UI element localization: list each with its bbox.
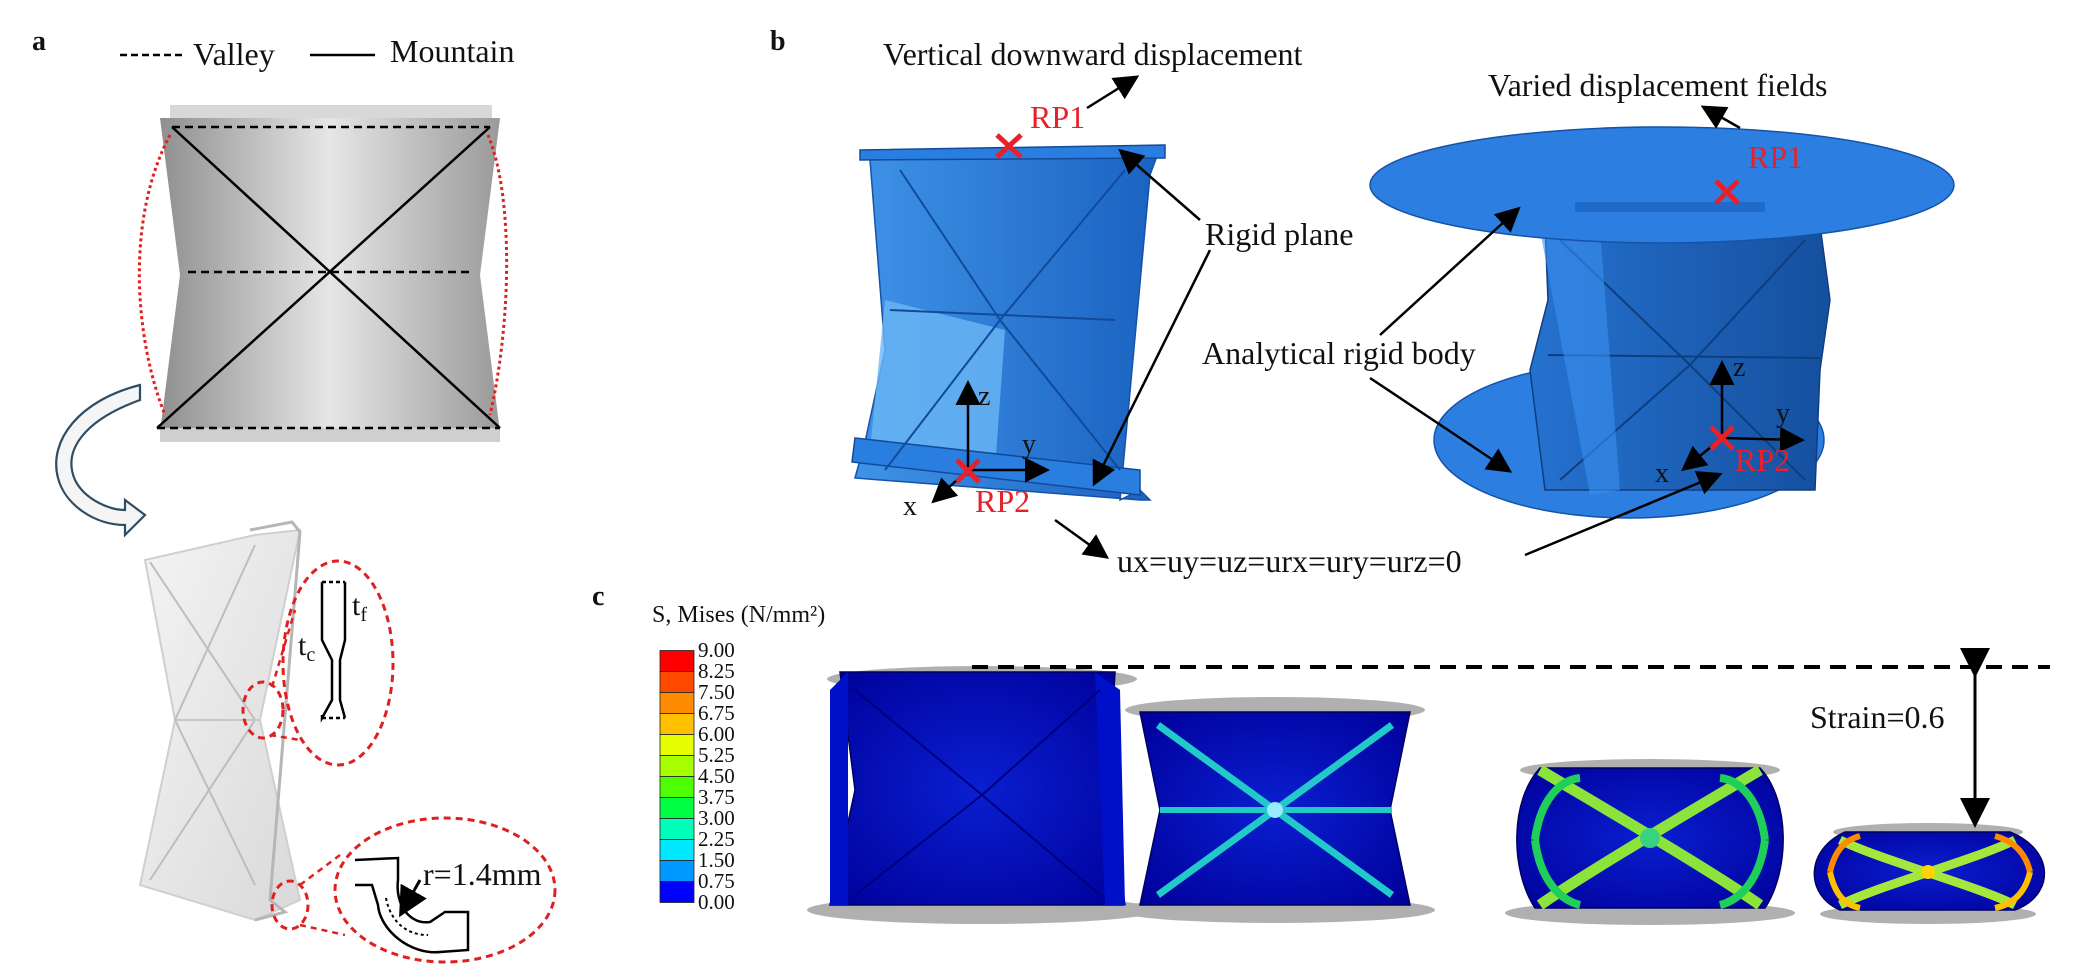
thickness-leader-bottom <box>269 733 301 742</box>
bc-arrow-left <box>1054 518 1110 559</box>
colorbar-swatch <box>659 881 695 903</box>
thickness-zoom-circle <box>241 680 285 740</box>
z-label-right: z <box>1733 352 1745 383</box>
panel-a-label: a <box>32 26 46 57</box>
analytical-arrow-bottom <box>1369 376 1513 473</box>
y-axis-right <box>1721 426 1805 452</box>
mountain-crease-diag1 <box>171 126 501 429</box>
colorbar-tick-label: 3.75 <box>698 785 735 809</box>
rigid-plane-label: Rigid plane <box>1205 216 1353 252</box>
analytical-arrow-top <box>1379 206 1521 336</box>
rigid-plane-arrow-bottom <box>1092 249 1212 487</box>
radius-label: r=1.4mm <box>423 856 542 892</box>
thickness-detail-ellipse <box>281 559 395 767</box>
colorbar-tick-label: 8.25 <box>698 659 735 683</box>
vertical-displacement-label: Vertical downward displacement <box>883 36 1303 72</box>
colorbar-tick-label: 7.50 <box>698 680 735 704</box>
panel-c: c S, Mises (N/mm²) 9.008.257.506.756.005… <box>592 581 2050 925</box>
fea-snapshot-intermediate <box>1115 697 1435 923</box>
colorbar-swatch <box>659 776 695 798</box>
x-label-left: x <box>903 491 917 522</box>
colorbar-tick-label: 1.50 <box>698 848 735 872</box>
colorbar-tick-label: 6.00 <box>698 722 735 746</box>
thickness-profile-left <box>320 582 334 723</box>
panel-b: b Vertical downward displacement RP1 Rig… <box>770 26 1955 579</box>
fea-snapshot-final <box>1813 823 2046 924</box>
colorbar-tick-label: 4.50 <box>698 764 735 788</box>
fillet-leader-top <box>299 854 341 886</box>
model-analytical-rigid <box>1369 126 1955 519</box>
colorbar-tick-label: 3.00 <box>698 806 735 830</box>
colorbar-tick-label: 0.00 <box>698 890 735 914</box>
fea-snapshot-advanced <box>1505 759 1795 925</box>
fillet-arc <box>385 897 429 936</box>
origami-unit-render <box>160 105 500 442</box>
rp1-right-marker <box>1714 179 1740 205</box>
colorbar-swatch <box>659 671 695 693</box>
radius-arrow <box>399 879 427 918</box>
stress-colorbar: 9.008.257.506.756.005.254.503.753.002.25… <box>659 638 735 914</box>
panel-c-label: c <box>592 581 604 612</box>
colorbar-tick-label: 6.75 <box>698 701 735 725</box>
left-bulge-outline <box>137 134 172 416</box>
tc-label: tc <box>298 629 315 666</box>
colorbar-swatch <box>659 713 695 735</box>
colorbar-swatch <box>659 797 695 819</box>
bc-arrow-right <box>1524 471 1723 557</box>
tf-label: tf <box>352 589 367 626</box>
transform-arrow <box>55 383 147 538</box>
colorbar-swatch <box>659 818 695 840</box>
vertical-displacement-arrow <box>1086 75 1140 110</box>
thickness-leader-top <box>270 609 297 688</box>
rp2-left-marker <box>955 458 981 484</box>
rp1-left-label: RP1 <box>1030 99 1085 135</box>
colorbar-tick-label: 2.25 <box>698 827 735 851</box>
rigid-plane-arrow-top <box>1118 148 1201 221</box>
colorbar-tick-label: 0.75 <box>698 869 735 893</box>
colorbar-tick-label: 5.25 <box>698 743 735 767</box>
colorbar-title: S, Mises (N/mm²) <box>652 602 825 628</box>
strain-label: Strain=0.6 <box>1810 699 1944 735</box>
x-label-right: x <box>1655 458 1669 489</box>
colorbar-swatch <box>659 860 695 882</box>
unit-cell-render <box>138 520 302 922</box>
colorbar-swatch <box>659 650 695 672</box>
rp2-right-label: RP2 <box>1735 442 1790 478</box>
fea-snapshot-initial <box>807 666 1157 924</box>
fillet-zoom-circle <box>270 879 310 931</box>
mountain-crease-diag2 <box>156 126 491 429</box>
colorbar-swatch <box>659 692 695 714</box>
fillet-leader-bottom <box>299 923 346 937</box>
model-rigid-plane <box>851 144 1166 502</box>
thickness-profile-right <box>338 582 347 719</box>
varied-displacement-label: Varied displacement fields <box>1488 67 1827 103</box>
right-bulge-outline <box>486 134 509 416</box>
colorbar-swatch <box>659 839 695 861</box>
mountain-legend-label: Mountain <box>390 33 514 69</box>
boundary-condition-label: ux=uy=uz=urx=ury=urz=0 <box>1117 543 1462 579</box>
colorbar-swatch <box>659 755 695 777</box>
rp1-right-label: RP1 <box>1748 139 1803 175</box>
panel-b-label: b <box>770 26 786 57</box>
colorbar-swatch <box>659 734 695 756</box>
z-label-left: z <box>978 381 990 412</box>
varied-displacement-arrow <box>1700 105 1741 130</box>
colorbar-tick-label: 9.00 <box>698 638 735 662</box>
analytical-rigid-label: Analytical rigid body <box>1202 335 1476 371</box>
fillet-profile <box>354 856 470 954</box>
valley-legend-label: Valley <box>193 36 275 72</box>
rp1-left-marker <box>995 133 1023 159</box>
panel-a: a Valley Mountain <box>32 26 557 964</box>
y-label-right: y <box>1776 398 1790 429</box>
y-label-left: y <box>1022 429 1036 460</box>
rp2-right-marker <box>1709 425 1735 451</box>
fillet-detail-ellipse <box>333 816 557 964</box>
rp2-left-label: RP2 <box>975 483 1030 519</box>
